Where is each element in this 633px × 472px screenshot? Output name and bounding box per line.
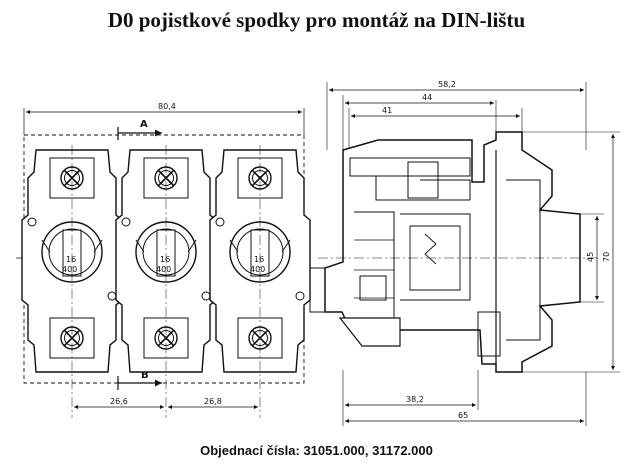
page-title: D0 pojistkové spodky pro montáž na DIN-l… bbox=[107, 8, 526, 32]
section-a-label: A bbox=[140, 119, 148, 130]
dim-44-label: 44 bbox=[422, 93, 432, 102]
section-b-label: B bbox=[141, 370, 149, 381]
dim-width-label: 80,4 bbox=[158, 102, 176, 111]
module-1-rating-top: 16 bbox=[66, 255, 76, 264]
dim-58-2-label: 58,2 bbox=[438, 80, 456, 89]
module-3-rating-top: 16 bbox=[254, 255, 264, 264]
front-view: 80,4 A B 16 400 bbox=[16, 102, 312, 418]
dim-41-label: 41 bbox=[382, 106, 392, 115]
dim-45-label: 45 bbox=[586, 252, 595, 262]
order-numbers-caption: Objednací čísla: 31051.000, 31172.000 bbox=[200, 443, 433, 458]
dim-38-2-label: 38,2 bbox=[406, 395, 424, 404]
module-2-rating-bottom: 400 bbox=[156, 265, 171, 274]
side-view: 58,2 44 41 45 70 bbox=[309, 80, 620, 426]
dim-70-label: 70 bbox=[602, 252, 611, 262]
module-2-rating-top: 16 bbox=[160, 255, 170, 264]
dim-65-label: 65 bbox=[458, 411, 468, 420]
module-3-rating-bottom: 400 bbox=[250, 265, 265, 274]
module-1-rating-bottom: 400 bbox=[62, 265, 77, 274]
dim-pitch-left: 26,6 bbox=[110, 397, 128, 406]
dim-pitch-right: 26,8 bbox=[204, 397, 222, 406]
